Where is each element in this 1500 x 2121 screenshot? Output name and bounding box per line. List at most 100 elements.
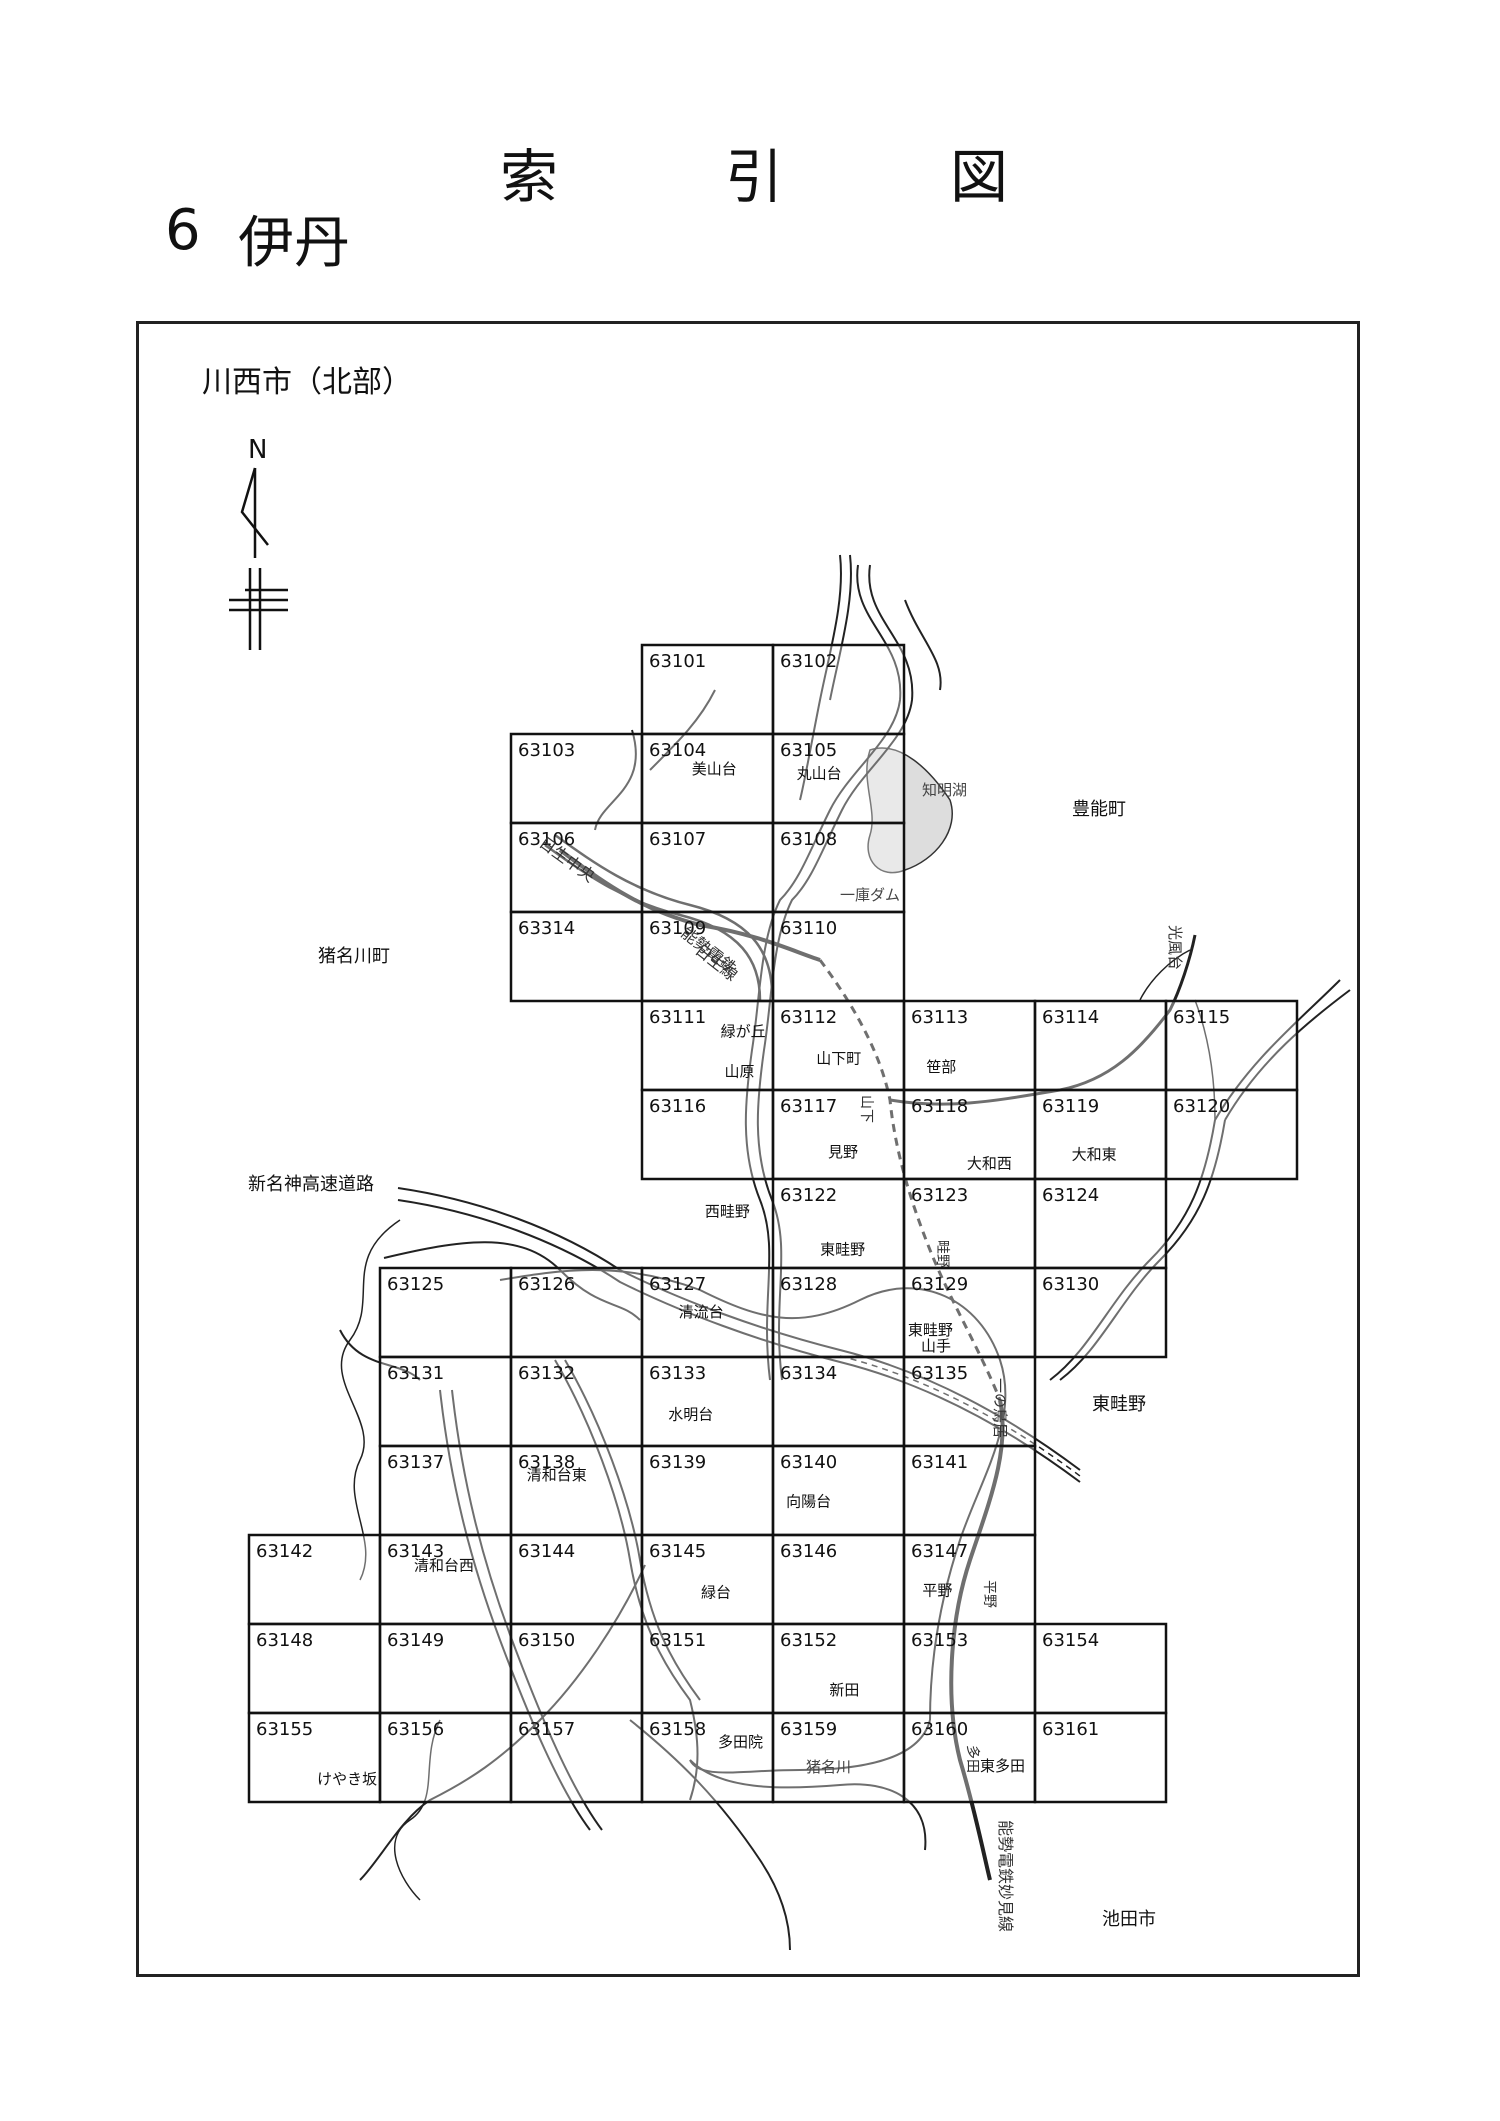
grid-cell-63153[interactable]: 63153	[902, 1622, 1037, 1715]
grid-cell-63157[interactable]: 63157	[509, 1711, 644, 1804]
grid-cell-63133[interactable]: 63133	[640, 1355, 775, 1448]
grid-cell-63155[interactable]: 63155	[247, 1711, 382, 1804]
place-name: 山原	[725, 1063, 755, 1081]
grid-cell-63101[interactable]: 63101	[640, 643, 775, 736]
grid-cell-63143[interactable]: 63143	[378, 1533, 513, 1626]
grid-cell-id: 63156	[387, 1719, 444, 1740]
grid-cell-border	[640, 1266, 775, 1359]
grid-cell-id: 63113	[911, 1007, 968, 1028]
grid-cell-63147[interactable]: 63147	[902, 1533, 1037, 1626]
place-name: けやき坂	[317, 1770, 377, 1788]
grid-cell-63119[interactable]: 63119	[1033, 1088, 1168, 1181]
grid-cell-63107[interactable]: 63107	[640, 821, 775, 914]
grid-cell-63154[interactable]: 63154	[1033, 1622, 1168, 1715]
place-name: 東畦野	[820, 1241, 865, 1259]
grid-cell-id: 63145	[649, 1541, 706, 1562]
grid-cell-63115[interactable]: 63115	[1164, 999, 1299, 1092]
grid-cell-id: 63137	[387, 1452, 444, 1473]
grid-cell-id: 63115	[1173, 1007, 1230, 1028]
grid-cell-63126[interactable]: 63126	[509, 1266, 644, 1359]
grid-cell-63103[interactable]: 63103	[509, 732, 644, 825]
map-frame	[136, 321, 1360, 1977]
north-label: N	[248, 435, 267, 465]
grid-cell-63152[interactable]: 63152	[771, 1622, 906, 1715]
place-name: 水明台	[668, 1405, 713, 1423]
grid-cell-63113[interactable]: 63113	[902, 999, 1037, 1092]
grid-cell-border	[378, 1355, 513, 1448]
grid-cell-id: 63110	[780, 918, 837, 939]
grid-cell-63108[interactable]: 63108	[771, 821, 906, 914]
grid-cell-63110[interactable]: 63110	[771, 910, 906, 1003]
grid-cell-63114[interactable]: 63114	[1033, 999, 1168, 1092]
grid-cell-63130[interactable]: 63130	[1033, 1266, 1168, 1359]
grid-cell-63151[interactable]: 63151	[640, 1622, 775, 1715]
grid-cell-id: 63154	[1042, 1630, 1099, 1651]
grid-cell-id: 63141	[911, 1452, 968, 1473]
grid-cell-63117[interactable]: 63117	[771, 1088, 906, 1181]
grid-cell-63102[interactable]: 63102	[771, 643, 906, 736]
grid-cell-border	[771, 821, 906, 914]
grid-cell-63116[interactable]: 63116	[640, 1088, 775, 1181]
grid-cell-63141[interactable]: 63141	[902, 1444, 1037, 1537]
area-name: 東畦野	[1092, 1394, 1146, 1415]
place-name: 丸山台	[797, 765, 842, 783]
grid-cell-border	[1033, 1711, 1168, 1804]
place-name: 西畦野	[705, 1202, 750, 1220]
grid-cell-63148[interactable]: 63148	[247, 1622, 382, 1715]
grid-cell-63127[interactable]: 63127	[640, 1266, 775, 1359]
grid-cell-63142[interactable]: 63142	[247, 1533, 382, 1626]
grid-cell-63314[interactable]: 63314	[509, 910, 644, 1003]
grid-cell-id: 63118	[911, 1096, 968, 1117]
grid-cell-63139[interactable]: 63139	[640, 1444, 775, 1537]
grid-cell-id: 63129	[911, 1274, 968, 1295]
grid-cell-63132[interactable]: 63132	[509, 1355, 644, 1448]
region-number: 6	[165, 198, 201, 263]
grid-cell-63161[interactable]: 63161	[1033, 1711, 1168, 1804]
grid-cell-63159[interactable]: 63159	[771, 1711, 906, 1804]
grid-cell-id: 63119	[1042, 1096, 1099, 1117]
grid-cell-63135[interactable]: 63135	[902, 1355, 1037, 1448]
grid-cell-63123[interactable]: 63123	[902, 1177, 1037, 1270]
grid-cell-63131[interactable]: 63131	[378, 1355, 513, 1448]
grid-cell-63120[interactable]: 63120	[1164, 1088, 1299, 1181]
grid-cell-63137[interactable]: 63137	[378, 1444, 513, 1537]
grid-cell-border	[640, 1444, 775, 1537]
grid-cell-63105[interactable]: 63105	[771, 732, 906, 825]
grid-cell-border	[1033, 1622, 1168, 1715]
grid-cell-id: 63153	[911, 1630, 968, 1651]
feature-label: 知明湖	[922, 781, 967, 799]
grid-cell-63156[interactable]: 63156	[378, 1711, 513, 1804]
grid-cell-63134[interactable]: 63134	[771, 1355, 906, 1448]
grid-cell-id: 63314	[518, 918, 575, 939]
grid-cell-id: 63124	[1042, 1185, 1099, 1206]
area-name: 新名神高速道路	[248, 1174, 374, 1195]
grid-cell-63128[interactable]: 63128	[771, 1266, 906, 1359]
grid-cell-border	[378, 1622, 513, 1715]
grid-cell-63149[interactable]: 63149	[378, 1622, 513, 1715]
title-char: 図	[950, 143, 1009, 211]
grid-cell-63140[interactable]: 63140	[771, 1444, 906, 1537]
grid-cell-id: 63135	[911, 1363, 968, 1384]
grid-cell-63158[interactable]: 63158	[640, 1711, 775, 1804]
place-name: 平野	[922, 1582, 952, 1600]
grid-cell-border	[902, 1088, 1037, 1181]
grid-cell-63146[interactable]: 63146	[771, 1533, 906, 1626]
grid-cell-63125[interactable]: 63125	[378, 1266, 513, 1359]
grid-cell-63150[interactable]: 63150	[509, 1622, 644, 1715]
grid-cell-63124[interactable]: 63124	[1033, 1177, 1168, 1270]
grid-cell-63145[interactable]: 63145	[640, 1533, 775, 1626]
grid-cell-63112[interactable]: 63112	[771, 999, 906, 1092]
grid-cell-id: 63104	[649, 740, 706, 761]
grid-cell-border	[902, 1177, 1037, 1270]
grid-cell-63138[interactable]: 63138	[509, 1444, 644, 1537]
grid-cell-id: 63108	[780, 829, 837, 850]
grid-cell-63104[interactable]: 63104	[640, 732, 775, 825]
grid-cell-border	[1033, 1177, 1168, 1270]
grid-cell-id: 63149	[387, 1630, 444, 1651]
grid-cell-id: 63122	[780, 1185, 837, 1206]
grid-cell-63118[interactable]: 63118	[902, 1088, 1037, 1181]
grid-cell-63144[interactable]: 63144	[509, 1533, 644, 1626]
grid-cell-border	[771, 1444, 906, 1537]
rail-label: 平野	[981, 1580, 997, 1608]
